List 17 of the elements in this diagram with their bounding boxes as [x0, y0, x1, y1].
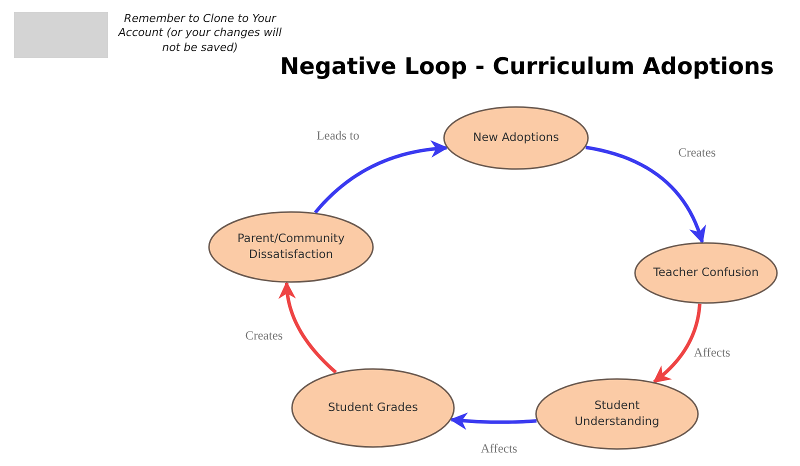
node-label: Student Understanding: [574, 398, 660, 430]
node-label: New Adoptions: [472, 130, 560, 146]
ellipse-node: [291, 368, 455, 448]
node-label: Teacher Confusion: [652, 265, 760, 281]
ellipse-node: [535, 378, 699, 450]
arrow: [586, 146, 706, 244]
ellipse-node: [443, 106, 589, 170]
arrow: [652, 304, 702, 384]
note-text: Remember to Clone to Your Account (or your changes will not be saved): [117, 12, 283, 55]
arrow: [450, 412, 537, 430]
arrow: [278, 281, 337, 374]
arrow: [314, 140, 448, 214]
ellipse-node: [634, 242, 778, 304]
node-label: Student Grades: [327, 400, 419, 416]
ellipse-node: [208, 211, 374, 283]
diagram-title: Negative Loop - Curriculum Adoptions: [279, 54, 775, 80]
node-label: Parent/Community Dissatisfaction: [236, 231, 346, 263]
